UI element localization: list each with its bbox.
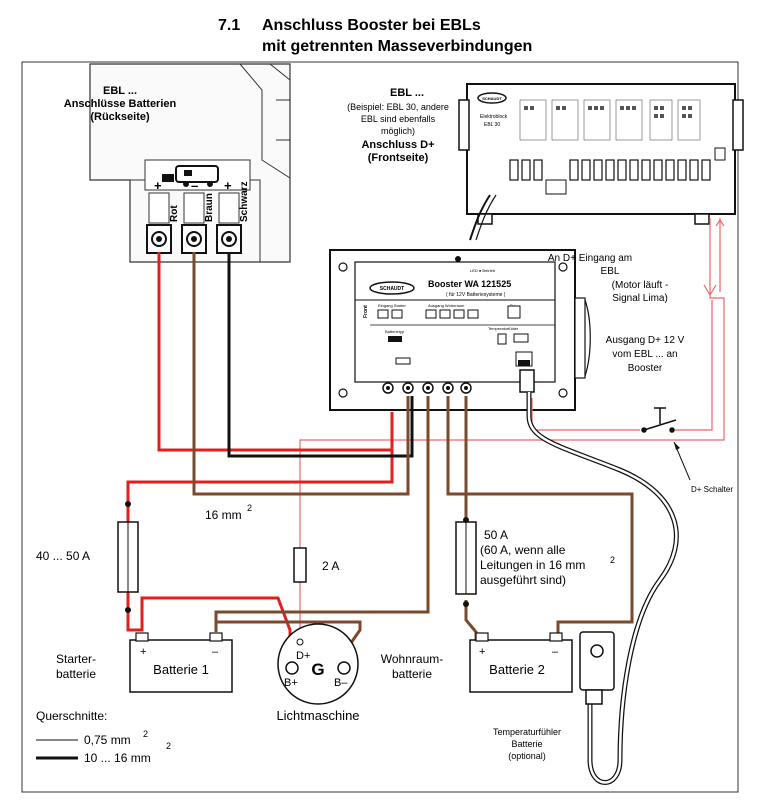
wohnraum-label2: batterie	[392, 667, 432, 681]
temp-sensor-label1: Temperaturfühler	[493, 727, 561, 737]
alternator-label: Lichtmaschine	[276, 708, 359, 723]
fuse-right-label1: 50 A	[484, 528, 508, 542]
ebl-back-title1: EBL ...	[103, 85, 137, 97]
ebl-back-title2: Anschlüsse Batterien	[64, 98, 177, 110]
battery2-plus: +	[479, 646, 485, 658]
booster-front-label: Front	[363, 305, 369, 318]
booster-unit: LED ● Betrieb SCHAUDT Booster WA 121525 …	[329, 249, 591, 411]
dplus-switch-icon	[641, 407, 677, 433]
battery1-minus: –	[212, 646, 219, 658]
legend-thin-label: 0,75 mm	[84, 733, 131, 747]
heading-line2: mit getrennten Masseverbindungen	[262, 38, 532, 55]
legend: Querschnitte: 0,75 mm 2 10 ... 16 mm 2	[36, 709, 171, 765]
booster-connectors	[377, 305, 521, 319]
fuse-right-label2: (60 A, wenn alle	[480, 543, 566, 557]
terminal-label-schwarz: Schwarz	[239, 181, 250, 222]
fuse-right-label4: ausgeführt sind)	[480, 573, 566, 587]
camper-icon	[162, 165, 219, 187]
fuse-mid-label: 2 A	[322, 559, 339, 573]
temp-sensor-label3: (optional)	[508, 751, 546, 761]
alternator-bplus: B+	[284, 677, 298, 689]
dplus-input-label3: (Motor läuft -	[612, 280, 669, 291]
wire-black-booster	[227, 252, 414, 458]
terminal-sign: +	[154, 178, 162, 193]
booster-group1: Eingang Starter	[378, 303, 406, 308]
ebl-front-title3: (Frontseite)	[368, 152, 429, 164]
booster-led-label: LED ● Betrieb	[470, 268, 496, 273]
ebl-front-note3: möglich)	[381, 126, 415, 136]
booster-output-terminals	[382, 382, 472, 394]
legend-thin-sup: 2	[143, 729, 148, 739]
fuse-mid-icon	[293, 547, 307, 583]
booster-brand-logo	[369, 281, 415, 295]
alternator-dplus: D+	[296, 650, 310, 662]
ebl-brand-text: SCHAUDT	[482, 96, 502, 101]
dplus-output-label3: Booster	[628, 363, 663, 374]
dplus-input-label2: EBL	[601, 266, 620, 277]
wire-red-alternator	[126, 596, 292, 658]
ebl-front-note2: EBL sind ebenfalls	[361, 114, 436, 124]
ebl-device-label: Elektroblock	[480, 114, 508, 120]
dplus-input-label4: Signal Lima)	[612, 293, 668, 304]
legend-thick-sup: 2	[166, 741, 171, 751]
booster-model: Booster WA 121525	[428, 279, 511, 289]
terminal-sign: –	[191, 178, 198, 193]
temp-sensor-label2: Batterie	[511, 739, 542, 749]
dplus-plug	[519, 369, 535, 393]
led-icon	[455, 256, 461, 262]
ebl-device-model: EBL 30	[484, 122, 500, 128]
terminal-label-braun: Braun	[204, 193, 215, 222]
dplus-switch-label: D+ Schalter	[691, 485, 733, 494]
wire-red-starter-plus	[126, 412, 394, 612]
ebl-fuse-row	[509, 159, 711, 181]
terminal-sign: +	[224, 178, 232, 193]
dplus-input-label1: An D+ Eingang am	[548, 253, 632, 264]
heading-line1: Anschluss Booster bei EBLs	[262, 17, 481, 34]
battery1-plus: +	[140, 646, 146, 658]
dplus-output-label1: Ausgang D+ 12 V	[606, 335, 685, 346]
legend-title: Querschnitte:	[36, 709, 107, 723]
starter-label2: batterie	[56, 667, 96, 681]
booster-sub: ( für 12V Batteriesysteme )	[446, 292, 506, 298]
terminal-label-rot: Rot	[169, 205, 180, 222]
ebl-front-panel: SCHAUDT Elektroblock EBL 30	[458, 83, 744, 241]
ebl-front-note1: (Beispiel: EBL 30, andere	[347, 102, 449, 112]
dplus-output-label2: vom EBL ... an	[612, 349, 677, 360]
alternator-bminus: B–	[334, 677, 348, 689]
wire-size-sup: 2	[247, 503, 252, 513]
battery2-label: Batterie 2	[489, 662, 545, 677]
ebl-front-title1: EBL ...	[390, 87, 424, 99]
wire-brown-wohnraum-minus	[446, 396, 634, 640]
fuse-right-sup: 2	[610, 555, 615, 565]
battery2-icon	[469, 639, 573, 693]
legend-thick-label: 10 ... 16 mm	[84, 751, 151, 765]
ebl-brand-logo	[477, 92, 507, 104]
battery1-icon	[129, 639, 233, 693]
starter-label1: Starter-	[56, 652, 96, 666]
alternator-g: G	[311, 660, 324, 679]
diagram-frame	[21, 61, 739, 793]
temp-sensor-icon	[579, 631, 615, 691]
fuse-right-label3: Leitungen in 16 mm	[480, 558, 585, 572]
battery1-label: Batterie 1	[153, 662, 209, 677]
booster-battery-type: Batterietyp	[385, 329, 405, 334]
wire-size-label: 16 mm	[205, 508, 242, 522]
booster-temp-label: Temperaturfühler	[488, 326, 519, 331]
ebl-back-title3: (Rückseite)	[90, 111, 150, 123]
ebl-front-title2: Anschluss D+	[361, 139, 434, 151]
wohnraum-label1: Wohnraum-	[381, 652, 443, 666]
fuse-left-label: 40 ... 50 A	[36, 549, 90, 563]
section-number: 7.1	[218, 17, 240, 34]
booster-group2: Ausgang Wohnraum	[428, 303, 465, 308]
wire-brown-alternator-minus	[214, 620, 362, 651]
booster-brand-text: SCHAUDT	[380, 286, 404, 292]
wire-brown-ebl-ground	[192, 252, 410, 496]
ebl-back-panel: + – + Rot Braun Schwarz	[89, 63, 291, 263]
battery2-minus: –	[552, 646, 559, 658]
